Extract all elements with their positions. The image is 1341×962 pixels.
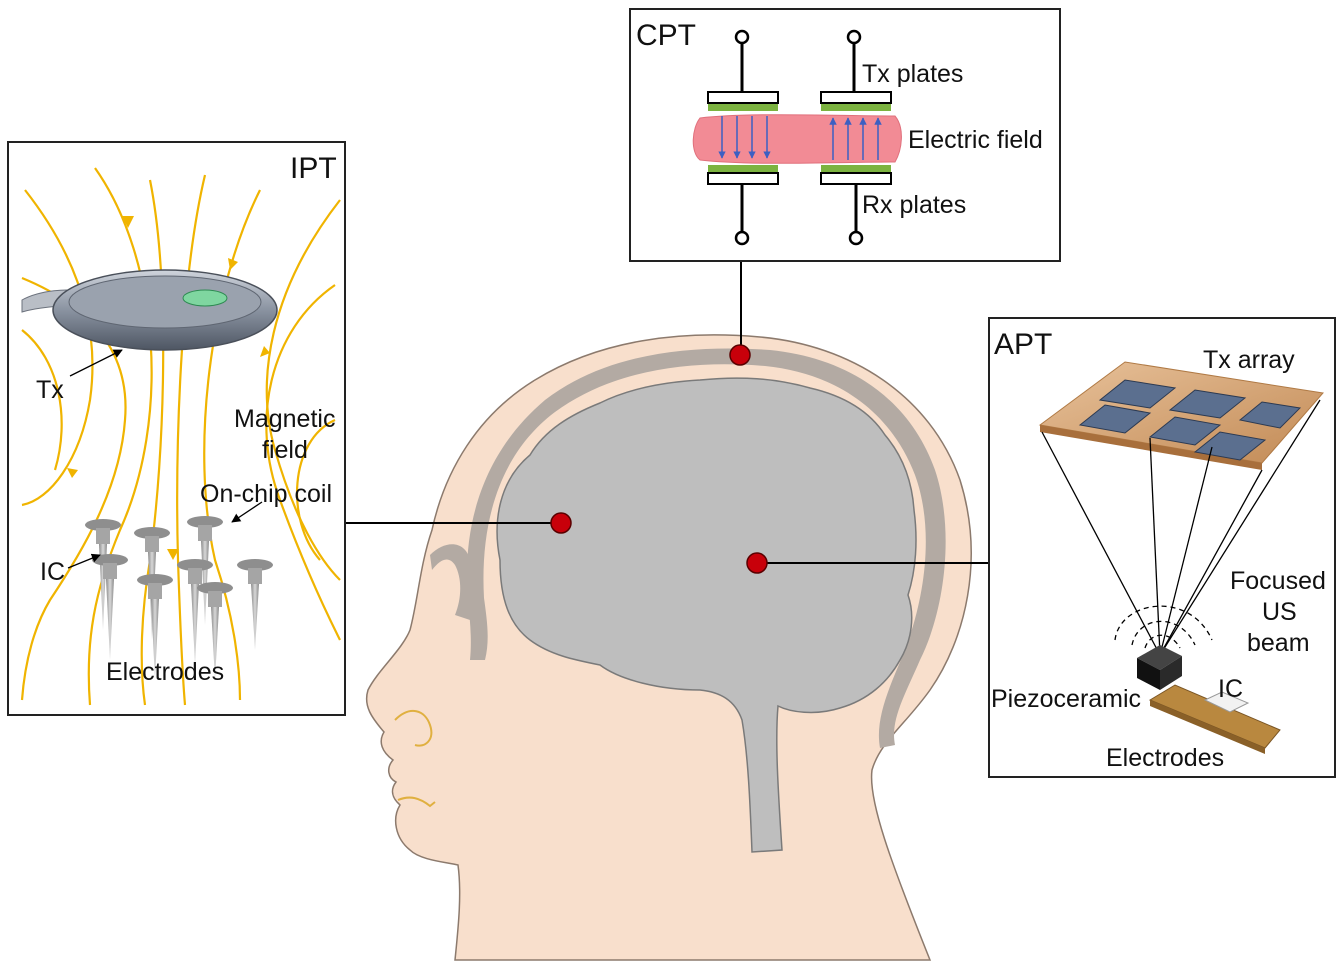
ipt-title: IPT (290, 152, 337, 185)
cpt-panel: CPT (630, 9, 1060, 261)
ipt-label-ic: IC (40, 558, 65, 586)
apt-label-piezoceramic: Piezoceramic (991, 685, 1141, 713)
cpt-label-tx-plates: Tx plates (862, 60, 963, 88)
cpt-label-rx-plates: Rx plates (862, 191, 966, 219)
ipt-label-field: field (262, 436, 308, 464)
marker-apt (747, 553, 767, 573)
marker-ipt (551, 513, 571, 533)
marker-cpt (730, 345, 750, 365)
apt-label-tx-array: Tx array (1203, 346, 1295, 374)
apt-label-us: US (1262, 598, 1297, 626)
ipt-label-tx: Tx (36, 376, 64, 404)
head-illustration (367, 335, 972, 960)
ipt-label-magnetic: Magnetic (234, 405, 335, 433)
electric-field-band (693, 115, 901, 164)
apt-label-beam: beam (1247, 629, 1310, 657)
apt-label-electrodes: Electrodes (1106, 744, 1224, 772)
apt-panel: APT (989, 318, 1335, 777)
apt-title: APT (994, 328, 1052, 361)
apt-label-ic: IC (1218, 675, 1243, 703)
cpt-title: CPT (636, 19, 696, 52)
ipt-label-electrodes: Electrodes (106, 658, 224, 686)
cpt-label-electric-field: Electric field (908, 126, 1043, 154)
apt-label-focused: Focused (1230, 567, 1326, 595)
ipt-panel: IPT (8, 142, 345, 715)
ipt-label-on-chip-coil: On-chip coil (200, 480, 332, 508)
